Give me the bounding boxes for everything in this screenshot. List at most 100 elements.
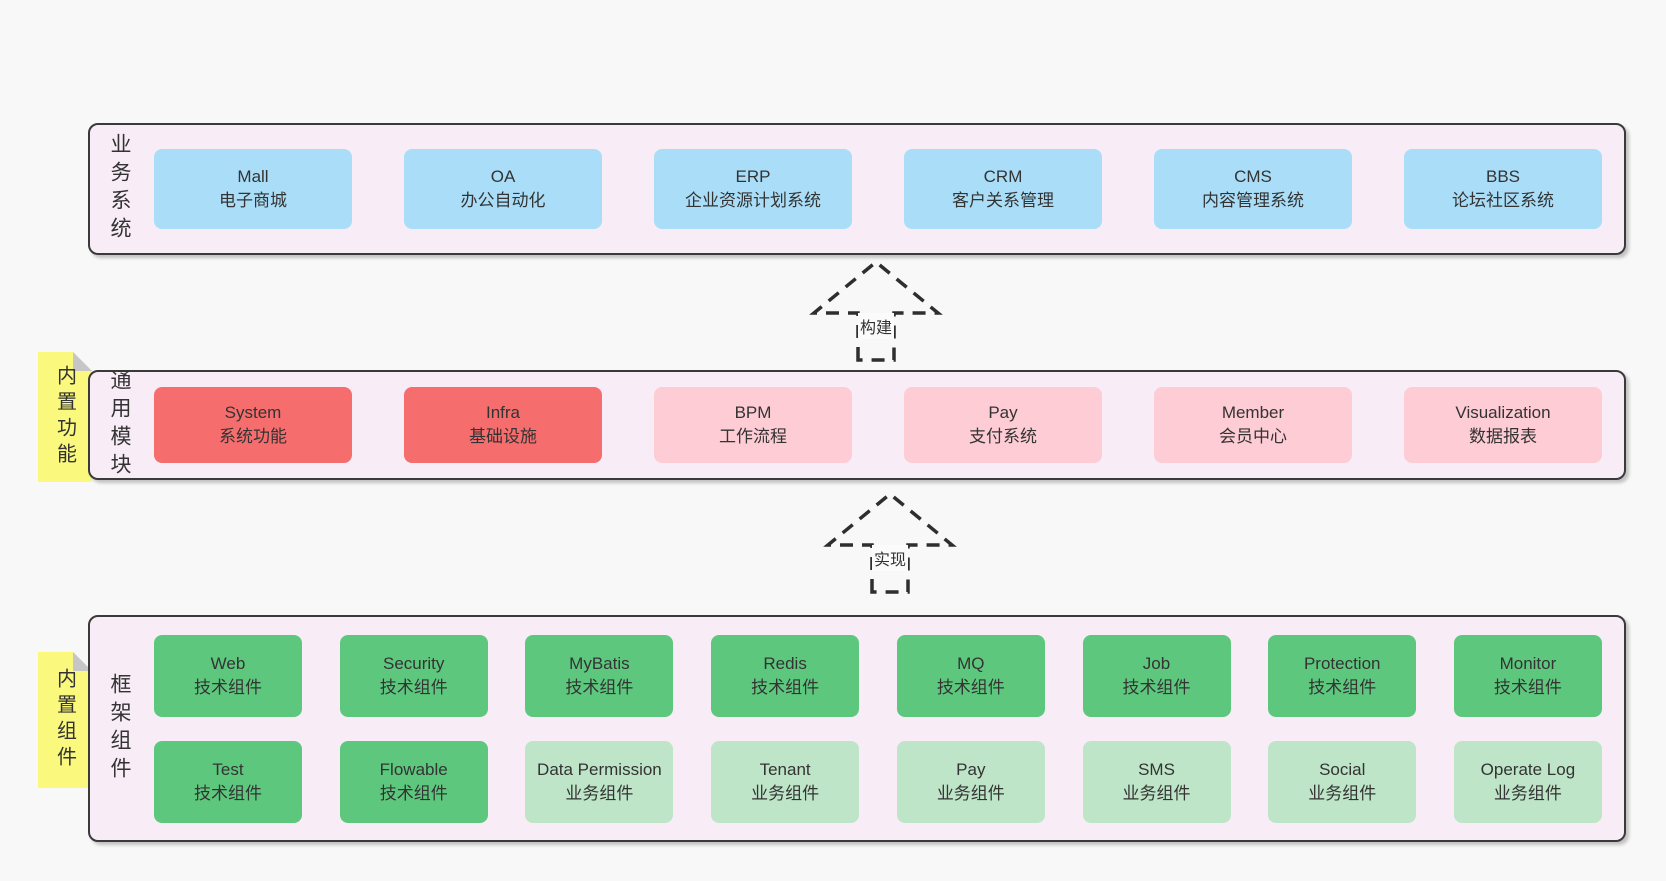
- node-title: Pay: [956, 759, 986, 779]
- node-subtitle: 系统功能: [219, 427, 287, 446]
- node-title: MyBatis: [569, 653, 630, 673]
- node-subtitle: 企业资源计划系统: [685, 191, 821, 210]
- node-title: Flowable: [379, 759, 448, 779]
- node-title: BBS: [1485, 167, 1521, 186]
- layer-label: 通用模块: [108, 369, 131, 481]
- layer-label: 框架组件: [108, 672, 131, 785]
- node-title: Web: [210, 653, 246, 673]
- node-subtitle: 业务组件: [1308, 783, 1377, 803]
- node-redis: Redis 技术组件: [711, 634, 860, 717]
- node-subtitle: 技术组件: [751, 677, 820, 697]
- node-subtitle: 技术组件: [1493, 677, 1562, 697]
- node-oa: OA 办公自动化: [404, 149, 602, 229]
- node-flowable: Flowable 技术组件: [339, 740, 488, 823]
- node-title: Test: [212, 759, 244, 779]
- node-pay-biz: Pay 业务组件: [896, 740, 1045, 823]
- node-title: Tenant: [759, 759, 811, 779]
- node-title: Visualization: [1455, 403, 1551, 422]
- node-title: Social: [1319, 759, 1366, 779]
- node-subtitle: 技术组件: [1308, 677, 1377, 697]
- node-member: Member 会员中心: [1154, 387, 1352, 463]
- layer-framework-components: 框架组件 Web 技术组件 Security 技术组件 MyBatis 技术组件…: [88, 615, 1626, 842]
- node-bpm: BPM 工作流程: [654, 387, 852, 463]
- node-subtitle: 业务组件: [936, 783, 1005, 803]
- node-title: OA: [490, 167, 516, 186]
- node-title: BPM: [734, 403, 772, 422]
- node-job: Job 技术组件: [1082, 634, 1231, 717]
- framework-components-row-2: Test 技术组件 Flowable 技术组件 Data Permission …: [154, 740, 1602, 823]
- node-title: SMS: [1138, 759, 1175, 779]
- node-title: MQ: [957, 653, 985, 673]
- node-subtitle: 客户关系管理: [952, 191, 1054, 210]
- sticky-note-built-in-features: 内置功能: [38, 352, 92, 482]
- node-infra: Infra 基础设施: [404, 387, 602, 463]
- node-title: CRM: [983, 167, 1023, 186]
- node-test: Test 技术组件: [154, 740, 302, 823]
- node-title: Redis: [763, 653, 807, 673]
- arrow-label: 实现: [871, 545, 909, 571]
- node-system: System 系统功能: [154, 387, 352, 463]
- node-subtitle: 内容管理系统: [1202, 191, 1304, 210]
- node-monitor: Monitor 技术组件: [1453, 634, 1602, 717]
- node-subtitle: 技术组件: [194, 783, 262, 803]
- node-operate-log: Operate Log 业务组件: [1453, 740, 1602, 823]
- business-systems-row: Mall 电子商城 OA 办公自动化 ERP 企业资源计划系统 CRM 客户关系…: [154, 125, 1602, 253]
- node-title: System: [224, 403, 282, 422]
- node-sms: SMS 业务组件: [1082, 740, 1231, 823]
- node-subtitle: 技术组件: [194, 677, 262, 697]
- node-security: Security 技术组件: [339, 634, 488, 717]
- node-subtitle: 技术组件: [936, 677, 1005, 697]
- node-data-permission: Data Permission 业务组件: [525, 740, 674, 823]
- node-subtitle: 技术组件: [1122, 677, 1191, 697]
- node-subtitle: 会员中心: [1219, 427, 1287, 446]
- node-title: Member: [1221, 403, 1285, 422]
- node-subtitle: 技术组件: [565, 677, 634, 697]
- node-subtitle: 业务组件: [1122, 783, 1191, 803]
- node-subtitle: 论坛社区系统: [1452, 191, 1554, 210]
- node-tenant: Tenant 业务组件: [711, 740, 860, 823]
- implement-arrow: 实现: [822, 488, 958, 594]
- node-title: Security: [382, 653, 445, 673]
- node-title: Data Permission: [537, 759, 662, 779]
- sticky-note-text: 内置组件: [53, 668, 76, 772]
- node-title: Job: [1142, 653, 1171, 673]
- node-title: Monitor: [1499, 653, 1557, 673]
- node-title: Infra: [485, 403, 521, 422]
- node-subtitle: 技术组件: [379, 783, 448, 803]
- framework-components-row-1: Web 技术组件 Security 技术组件 MyBatis 技术组件 Redi…: [154, 634, 1602, 717]
- layer-label: 业务系统: [108, 133, 131, 245]
- dashed-up-arrow-icon: [823, 491, 957, 594]
- node-erp: ERP 企业资源计划系统: [654, 149, 852, 229]
- node-subtitle: 支付系统: [969, 427, 1037, 446]
- node-subtitle: 业务组件: [565, 783, 634, 803]
- node-crm: CRM 客户关系管理: [904, 149, 1102, 229]
- node-protection: Protection 技术组件: [1268, 634, 1417, 717]
- common-modules-row: System 系统功能 Infra 基础设施 BPM 工作流程 Pay 支付系统…: [154, 372, 1602, 478]
- node-bbs: BBS 论坛社区系统: [1404, 149, 1602, 229]
- node-title: Protection: [1303, 653, 1381, 673]
- build-arrow: 构建: [808, 256, 944, 362]
- node-subtitle: 办公自动化: [460, 191, 546, 210]
- layer-common-modules: 通用模块 System 系统功能 Infra 基础设施 BPM 工作流程 Pay…: [88, 369, 1626, 481]
- node-subtitle: 基础设施: [469, 427, 537, 446]
- sticky-note-built-in-components: 内置组件: [38, 652, 92, 788]
- node-title: Operate Log: [1480, 759, 1576, 779]
- node-subtitle: 业务组件: [1493, 783, 1562, 803]
- node-cms: CMS 内容管理系统: [1154, 149, 1352, 229]
- node-mybatis: MyBatis 技术组件: [525, 634, 674, 717]
- node-web: Web 技术组件: [154, 634, 302, 717]
- node-subtitle: 电子商城: [219, 191, 287, 210]
- dashed-up-arrow-icon: [809, 259, 943, 362]
- layer-business-systems: 业务系统 Mall 电子商城 OA 办公自动化 ERP 企业资源计划系统 CRM…: [88, 123, 1626, 255]
- arrow-label: 构建: [857, 313, 895, 339]
- framework-components-grid: Web 技术组件 Security 技术组件 MyBatis 技术组件 Redi…: [154, 617, 1602, 840]
- node-pay: Pay 支付系统: [904, 387, 1102, 463]
- node-title: ERP: [735, 167, 771, 186]
- node-subtitle: 技术组件: [379, 677, 448, 697]
- node-mq: MQ 技术组件: [896, 634, 1045, 717]
- node-mall: Mall 电子商城: [154, 149, 352, 229]
- node-subtitle: 业务组件: [751, 783, 820, 803]
- node-title: Mall: [237, 167, 269, 186]
- node-title: CMS: [1234, 167, 1272, 186]
